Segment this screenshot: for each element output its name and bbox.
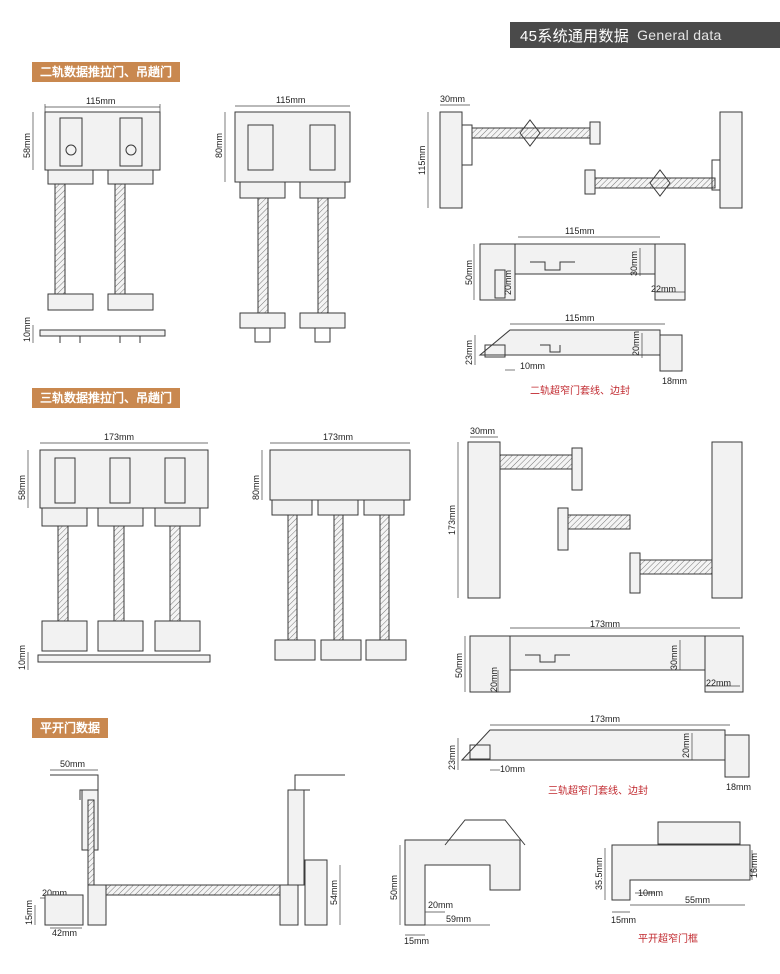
section-tag-three-track: 三轨数据推拉门、吊趟门 [32, 388, 181, 408]
three-track-hanging-section: 173mm 58mm 10mm [17, 432, 211, 670]
dim-20mm-d: 20mm [681, 733, 691, 758]
three-track-trim-23mm: 173mm 23mm 10mm 20mm 18mm [447, 714, 751, 792]
dim-58mm-a: 58mm [22, 133, 32, 158]
section-tag-two-track: 二轨数据推拉门、吊趟门 [32, 62, 181, 82]
dim-15mm-c: 15mm [611, 915, 636, 925]
dim-173mm-e: 173mm [590, 714, 620, 724]
dim-10mm-d: 10mm [500, 764, 525, 774]
three-track-top-hung-section: 173mm 80mm [251, 432, 411, 661]
dim-20mm-f: 20mm [428, 900, 453, 910]
two-track-trim-50mm: 115mm 50mm 20mm 30mm 22mm [464, 226, 686, 301]
dim-10mm-a: 10mm [22, 317, 32, 342]
two-track-hanging-section: 115mm 58mm 10mm [22, 96, 166, 343]
dim-115mm-e: 115mm [565, 313, 594, 323]
dim-115mm-d: 115mm [565, 226, 594, 236]
dim-30mm-a: 30mm [440, 94, 465, 104]
dim-20mm-c: 20mm [489, 667, 499, 692]
dim-22mm-a: 22mm [651, 284, 676, 294]
header-title-en: General data [637, 27, 722, 43]
dim-50mm-a: 50mm [464, 260, 474, 285]
caption-two-track-trim: 二轨超窄门套线、边封 [530, 386, 630, 397]
header-band: 45系统通用数据 General data [510, 22, 780, 48]
dim-50mm-b: 50mm [454, 653, 464, 678]
caption-casement-frame: 平开超窄门框 [638, 934, 698, 945]
dim-10mm-b: 10mm [520, 361, 545, 371]
dim-54mm-a: 54mm [329, 880, 339, 905]
dim-35-5mm-a: 35.5mm [594, 857, 604, 890]
dim-80mm-b: 80mm [251, 475, 261, 500]
dim-173mm-d: 173mm [590, 619, 620, 629]
dim-50mm-c: 50mm [60, 759, 85, 769]
dim-20mm-e: 20mm [42, 888, 67, 898]
dim-23mm-a: 23mm [464, 340, 474, 365]
dim-20mm-a: 20mm [503, 270, 513, 295]
two-track-top-hung-section: 115mm 80mm [214, 95, 351, 343]
two-track-trim-23mm: 115mm 23mm 10mm 20mm 18mm [464, 313, 687, 386]
dim-15mm-b: 15mm [404, 936, 429, 946]
dim-18mm-b: 18mm [726, 782, 751, 792]
dim-30mm-c: 30mm [470, 426, 495, 436]
dim-115mm-b: 115mm [276, 95, 305, 105]
dim-173mm-a: 173mm [104, 432, 134, 442]
dim-115mm-a: 115mm [86, 96, 115, 106]
casement-door-section: 50mm 20mm 15mm 42mm 54mm [24, 759, 345, 938]
dim-30mm-b: 30mm [629, 251, 639, 276]
dim-115mm-c: 115mm [417, 146, 427, 175]
dim-42mm-a: 42mm [52, 928, 77, 938]
dim-20mm-b: 20mm [631, 331, 641, 356]
dim-80mm-a: 80mm [214, 133, 224, 158]
dim-10mm-e: 10mm [638, 888, 663, 898]
casement-frame-profile-b: 50mm 20mm 59mm 15mm [389, 819, 526, 946]
dim-18mm-a: 18mm [662, 376, 687, 386]
dim-10mm-c: 10mm [17, 645, 27, 670]
dim-23mm-b: 23mm [447, 745, 457, 770]
caption-three-track-trim: 三轨超窄门套线、边封 [548, 786, 648, 797]
dim-16mm-a: 16mm [749, 853, 759, 878]
two-track-frame-trim: 30mm 115mm [417, 94, 743, 209]
dim-50mm-d: 50mm [389, 875, 399, 900]
dim-55mm-a: 55mm [685, 895, 710, 905]
casement-frame-profile-c: 35.5mm 10mm 55mm 16mm 15mm [594, 821, 759, 925]
dim-22mm-b: 22mm [706, 678, 731, 688]
section-tag-casement: 平开门数据 [32, 718, 109, 738]
header-title-cn: 45系统通用数据 [520, 27, 630, 45]
dim-30mm-d: 30mm [669, 645, 679, 670]
dim-173mm-b: 173mm [323, 432, 353, 442]
dim-59mm-a: 59mm [446, 914, 471, 924]
dim-58mm-b: 58mm [17, 475, 27, 500]
three-track-frame-trim: 30mm 173mm [447, 426, 743, 599]
dim-15mm-a: 15mm [24, 900, 34, 925]
three-track-trim-50mm: 173mm 50mm 20mm 30mm 22mm [454, 619, 744, 693]
dim-173mm-c: 173mm [447, 505, 457, 535]
